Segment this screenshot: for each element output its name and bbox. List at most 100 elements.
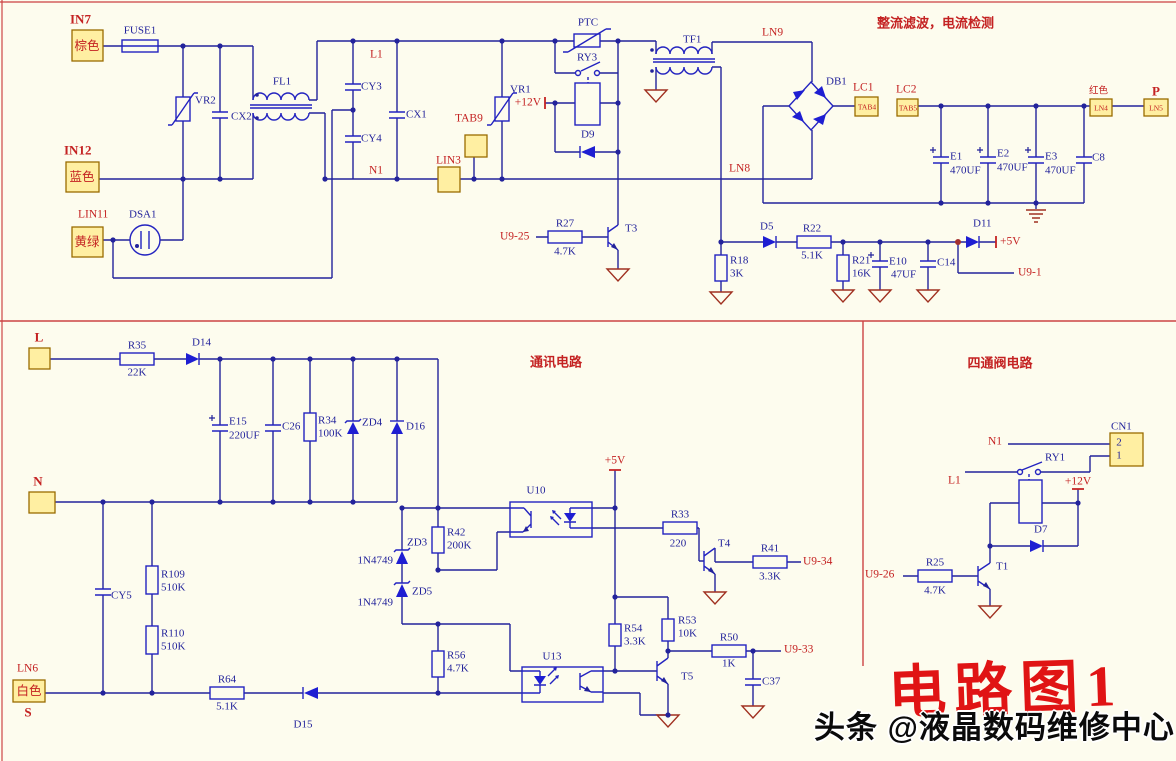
ground-triangle — [977, 605, 1003, 620]
u13-optocoupler-symbol — [521, 666, 604, 703]
label-in7-0: IN7 — [70, 11, 91, 27]
junction-dot — [471, 176, 477, 182]
db1-bridge-rectifier-symbol — [788, 80, 834, 132]
junction-dot — [350, 499, 356, 505]
junction-dot — [100, 690, 106, 696]
ground-triangle — [643, 89, 669, 104]
label--110: 四通阀电路 — [967, 355, 1033, 371]
label--56: 蓝色 — [69, 169, 95, 184]
label-47uf-50: 47UF — [891, 268, 917, 281]
label-zd3-84: ZD3 — [407, 536, 428, 549]
label-l1-6: L1 — [370, 48, 383, 61]
junction-dot — [925, 239, 931, 245]
ground-symbols — [605, 89, 1003, 729]
r33-resistor-symbol — [662, 521, 698, 535]
label-+12v-117: +12V — [1064, 475, 1092, 488]
r42-resistor-symbol — [431, 526, 445, 554]
junction-dot — [985, 103, 991, 109]
label-d15-83: D15 — [293, 718, 313, 731]
r35-resistor-symbol — [119, 352, 155, 366]
label-u9-33-106: U9-33 — [784, 643, 814, 656]
wires-top-section — [99, 40, 1144, 292]
junction-dot — [435, 505, 441, 511]
label-c37-107: C37 — [762, 675, 781, 688]
junction-dot — [149, 690, 155, 696]
junction-dot — [217, 176, 223, 182]
c26-cap-symbol — [265, 424, 281, 432]
junction-dot — [350, 107, 356, 113]
label-470uf-32: 470UF — [950, 164, 981, 177]
junction-dot — [435, 567, 441, 573]
ptc-thermistor-symbol — [563, 28, 611, 53]
zd3-zener-symbol — [393, 547, 411, 564]
r109-resistor-symbol — [145, 565, 159, 595]
terminal-lin11 — [71, 226, 104, 258]
label-33k-98: 3.3K — [759, 570, 781, 583]
junction-dot-red — [955, 239, 961, 245]
label-cx2-4: CX2 — [231, 110, 252, 123]
label-r50-104: R50 — [719, 631, 739, 644]
terminal-lin3 — [437, 166, 461, 193]
label-lc2-28: LC2 — [896, 83, 917, 96]
junction-dot — [435, 621, 441, 627]
label-vr1-13: VR1 — [510, 83, 531, 96]
ry3-relay-symbol — [574, 61, 601, 126]
terminal-l — [28, 347, 51, 370]
d5-diode-symbol — [763, 236, 777, 248]
label-t4-96: T4 — [718, 537, 731, 550]
label-n-71: N — [33, 473, 43, 489]
label-l1-116: L1 — [948, 474, 961, 487]
fuse1-symbol — [121, 39, 159, 53]
junction-dot — [840, 239, 846, 245]
label-r53-102: R53 — [678, 614, 697, 627]
vr1-varistor-symbol — [487, 92, 517, 126]
ground-triangle — [702, 591, 728, 606]
cx2-capacitor-symbol — [212, 111, 228, 119]
u10-optocoupler-symbol — [509, 501, 593, 538]
label-ln6-78: LN6 — [17, 662, 39, 675]
junction-dot — [615, 100, 621, 106]
r22-resistor-symbol — [796, 235, 832, 249]
r50-resistor-symbol — [711, 644, 747, 658]
label-1k-105: 1K — [722, 657, 736, 670]
t3-transistor-symbol — [607, 224, 619, 251]
junction-dot — [100, 499, 106, 505]
junction-dot — [552, 38, 558, 44]
label-fl1-5: FL1 — [272, 75, 292, 88]
label-r42-88: R42 — [447, 526, 466, 539]
label-r56-90: R56 — [447, 649, 466, 662]
ground-triangle — [708, 291, 734, 306]
label-e1-31: E1 — [950, 150, 963, 163]
junction-dot — [149, 499, 155, 505]
d16-diode-symbol — [390, 420, 404, 434]
tf1-transformer-symbol — [650, 46, 715, 75]
label-tab5-29: TAB5 — [898, 103, 918, 113]
ground-triangle — [740, 705, 766, 720]
label-zd5-86: ZD5 — [412, 585, 433, 598]
d9-diode-symbol — [579, 146, 595, 158]
e1-cap-symbol — [933, 156, 949, 164]
r27-resistor-symbol — [547, 230, 583, 244]
junction-dot — [718, 239, 724, 245]
vr2-varistor-symbol — [168, 92, 198, 126]
label-t5-109: T5 — [681, 670, 694, 683]
d11-diode-symbol — [966, 236, 980, 248]
power-tick-marks — [544, 97, 1084, 490]
r34-resistor-symbol — [303, 412, 317, 442]
ground-triangle — [605, 268, 631, 283]
terminal-in12 — [65, 161, 100, 193]
label-470uf-36: 470UF — [1045, 164, 1076, 177]
terminal-tab5 — [896, 98, 919, 117]
junction-dot — [435, 690, 441, 696]
label-ln8-24: LN8 — [729, 162, 751, 175]
junction-dot — [987, 543, 993, 549]
fl1-choke-symbol — [250, 92, 312, 121]
ground-triangle — [915, 289, 941, 304]
junction-dot — [612, 505, 618, 511]
label-r33-94: R33 — [670, 508, 690, 521]
label-cy5-73: CY5 — [111, 589, 132, 602]
label-u9-34-99: U9-34 — [803, 555, 833, 568]
label-t1-122: T1 — [996, 560, 1009, 573]
